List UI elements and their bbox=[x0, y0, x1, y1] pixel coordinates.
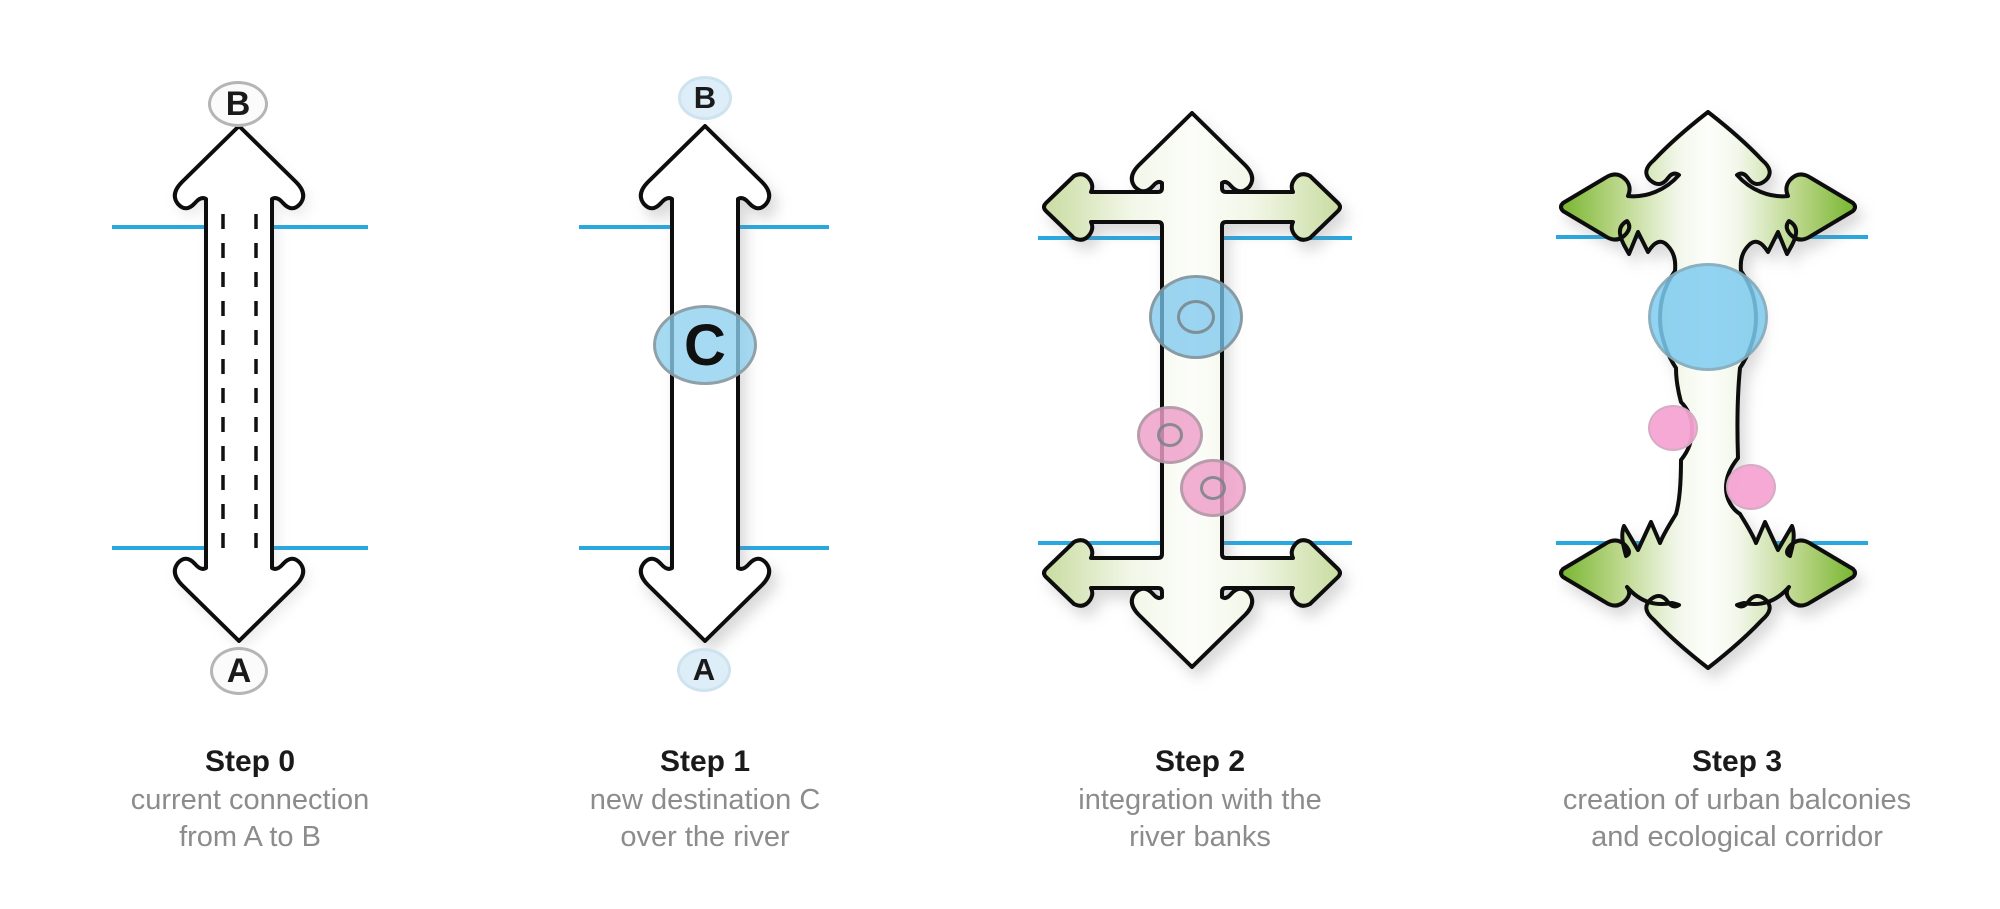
urban-balcony-pink bbox=[1648, 405, 1698, 451]
node-b-label: B bbox=[693, 80, 717, 115]
node-b-step0: B bbox=[208, 81, 268, 127]
step2-arrow bbox=[1042, 111, 1342, 669]
urban-balcony-pink bbox=[1726, 464, 1776, 510]
balcony-marker-pink bbox=[1180, 459, 1246, 517]
step0-arrow bbox=[172, 124, 306, 643]
urban-balcony-blue bbox=[1648, 263, 1768, 371]
caption-step1: Step 1 new destination C over the river bbox=[485, 742, 925, 856]
node-b-step1: B bbox=[678, 76, 732, 120]
caption-line: over the river bbox=[620, 821, 790, 853]
node-c-step1: C bbox=[653, 305, 757, 385]
caption-line: new destination C bbox=[589, 784, 821, 816]
step-title: Step 1 bbox=[659, 745, 751, 778]
step3-arrow bbox=[1559, 110, 1857, 670]
caption-step0: Step 0 current connection from A to B bbox=[30, 742, 470, 856]
caption-line: from A to B bbox=[179, 821, 321, 853]
node-a-step0: A bbox=[210, 647, 268, 695]
node-c-label: C bbox=[684, 312, 726, 378]
caption-line: current connection bbox=[130, 784, 370, 816]
node-b-label: B bbox=[225, 84, 251, 123]
caption-line: creation of urban balconies bbox=[1562, 784, 1912, 816]
marker-ring bbox=[1200, 476, 1226, 500]
node-a-label: A bbox=[692, 652, 716, 687]
step-title: Step 0 bbox=[204, 745, 296, 778]
step2-arrow-body bbox=[1042, 111, 1342, 669]
marker-ring bbox=[1157, 423, 1183, 447]
balcony-marker-blue bbox=[1149, 275, 1243, 359]
marker-ring bbox=[1177, 300, 1215, 334]
step-title: Step 3 bbox=[1691, 745, 1783, 778]
node-a-step1: A bbox=[677, 648, 731, 692]
node-a-label: A bbox=[226, 651, 252, 690]
balcony-marker-pink bbox=[1137, 406, 1203, 464]
caption-line: river banks bbox=[1129, 821, 1271, 853]
caption-line: and ecological corridor bbox=[1591, 821, 1883, 853]
step-title: Step 2 bbox=[1154, 745, 1246, 778]
caption-step3: Step 3 creation of urban balconies and e… bbox=[1517, 742, 1957, 856]
caption-line: integration with the bbox=[1078, 784, 1322, 816]
caption-step2: Step 2 integration with the river banks bbox=[980, 742, 1420, 856]
step3-arrow-body bbox=[1559, 110, 1857, 670]
river-lines bbox=[112, 225, 1868, 550]
step0-arrow-body bbox=[172, 124, 306, 643]
